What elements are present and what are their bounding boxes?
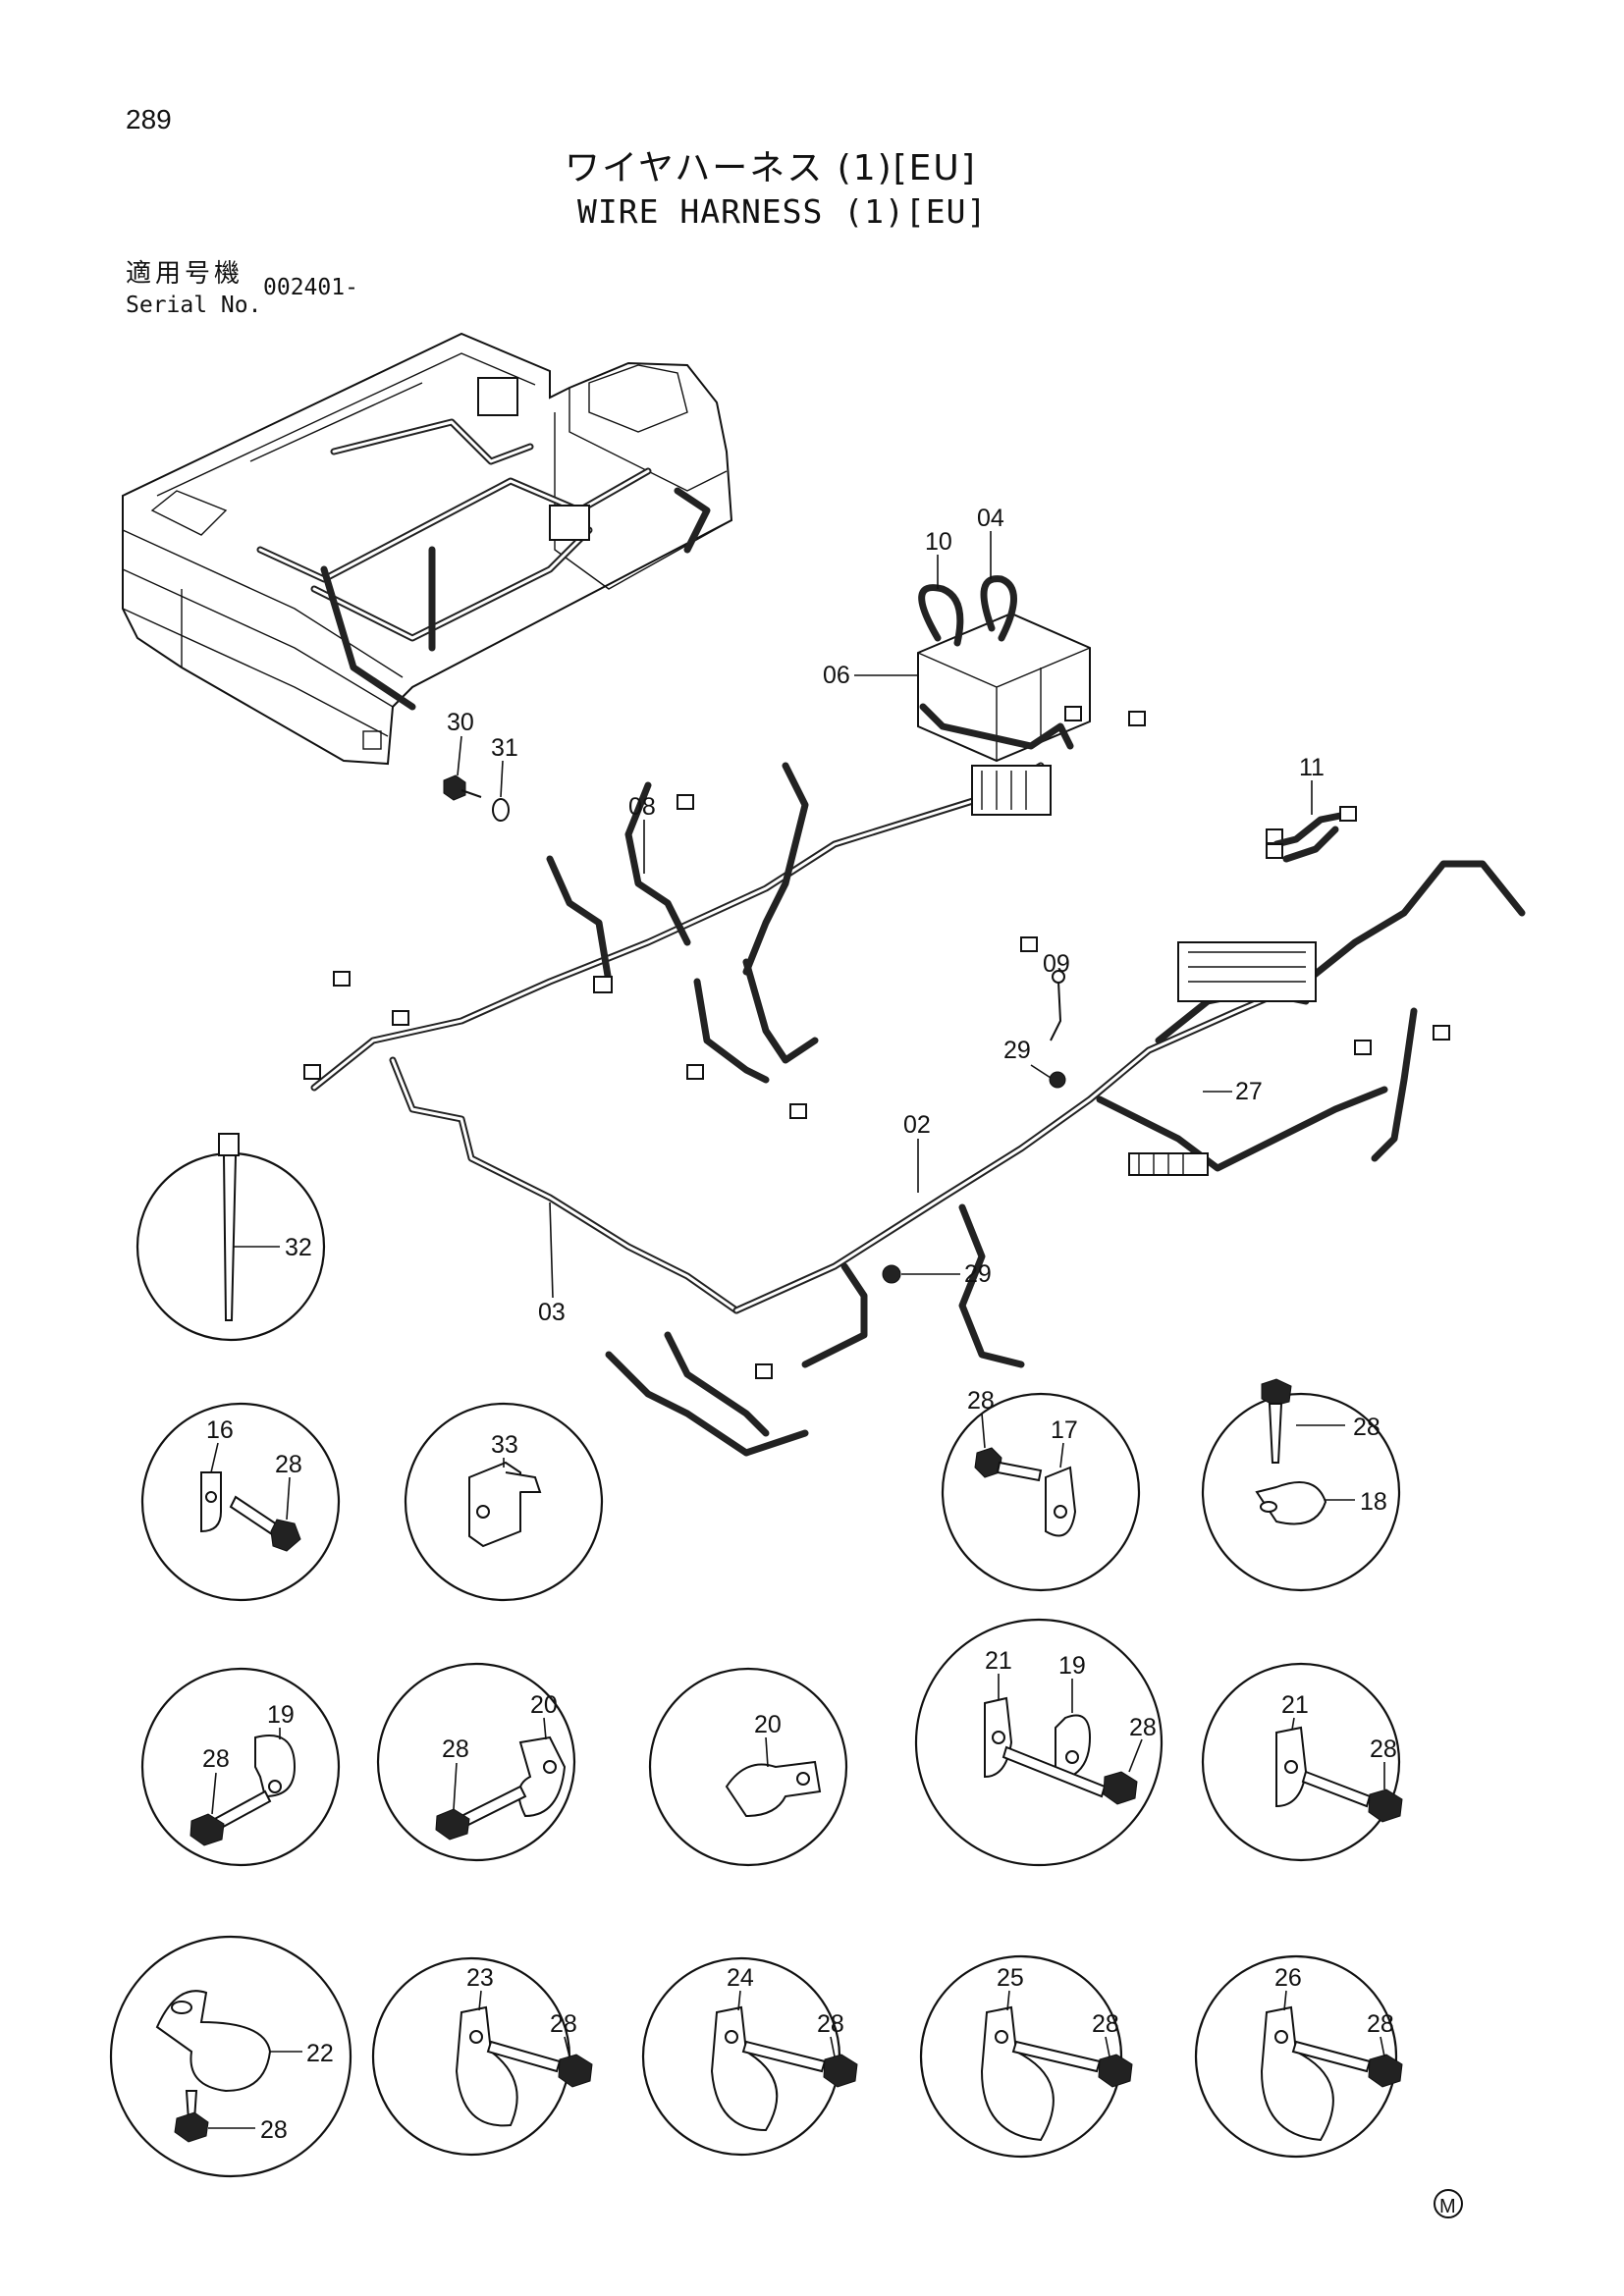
detail-17-label: 17 <box>1051 1416 1078 1444</box>
detail-33-label: 33 <box>491 1431 518 1459</box>
callout-31: 31 <box>491 734 518 762</box>
serial-label-english: Serial No. <box>126 293 262 318</box>
detail-28-label: 28 <box>550 2010 577 2038</box>
detail-circle-23: 23 28 <box>371 1956 593 2157</box>
detail-circle-18: 28 18 <box>1201 1378 1401 1592</box>
detail-22-label: 22 <box>306 2040 334 2067</box>
detail-20-label: 20 <box>754 1711 782 1738</box>
detail-28-label: 28 <box>1367 2010 1394 2038</box>
callout-29-upper: 29 <box>1003 1037 1031 1064</box>
detail-circle-22: 22 28 <box>109 1935 352 2178</box>
callout-09: 09 <box>1043 950 1070 978</box>
detail-28-label: 28 <box>967 1387 995 1415</box>
callout-03: 03 <box>538 1299 566 1326</box>
detail-21-label: 21 <box>985 1647 1012 1675</box>
detail-circle-26: 26 28 <box>1194 1954 1403 2159</box>
detail-circle-16: 16 28 <box>140 1402 341 1602</box>
detail-28-label: 28 <box>260 2116 288 2144</box>
page-number: 289 <box>126 104 172 134</box>
detail-26-label: 26 <box>1274 1964 1302 1992</box>
detail-19-label: 19 <box>267 1701 295 1729</box>
detail-circle-17: 28 17 <box>941 1387 1141 1592</box>
loose-fasteners <box>443 774 1066 1284</box>
detail-25-label: 25 <box>997 1964 1024 1992</box>
detail-28-label: 28 <box>1353 1414 1380 1441</box>
detail-circle-19: 19 28 <box>140 1667 341 1867</box>
title-english: WIRE HARNESS (1)[EU] <box>577 192 988 231</box>
detail-19-label: 19 <box>1058 1652 1086 1680</box>
callout-06: 06 <box>823 662 850 689</box>
detail-28-label: 28 <box>1370 1735 1397 1763</box>
detail-24-label: 24 <box>727 1964 754 1992</box>
callout-08: 08 <box>628 793 656 821</box>
detail-circle-25: 25 28 <box>919 1954 1133 2159</box>
machine-overview-illustration <box>122 332 733 766</box>
serial-label-japanese: 適用号機 <box>126 259 244 289</box>
main-harness-network <box>310 762 1526 1457</box>
detail-circle-24: 24 28 <box>641 1956 858 2157</box>
callout-02: 02 <box>903 1111 931 1139</box>
mark-letter: M <box>1439 2196 1456 2217</box>
callout-11: 11 <box>1299 754 1325 781</box>
callout-29-lower: 29 <box>964 1260 992 1288</box>
main-callouts: 10 04 06 08 11 30 31 09 29 27 02 03 29 <box>447 505 1325 1326</box>
detail-circle-20-alt: 20 <box>648 1667 848 1867</box>
detail-23-label: 23 <box>466 1964 494 1992</box>
detail-28-label: 28 <box>1129 1714 1157 1741</box>
callout-10: 10 <box>925 528 952 556</box>
detail-21-label: 21 <box>1281 1691 1309 1719</box>
detail-28-label: 28 <box>442 1735 469 1763</box>
manufacturer-mark: M <box>1434 2189 1463 2218</box>
part-11-sub-harness <box>1266 806 1357 863</box>
detail-28-label: 28 <box>202 1745 230 1773</box>
detail-circle-20: 20 28 <box>376 1662 576 1862</box>
connector-markers <box>303 706 1450 1379</box>
detail-18-label: 18 <box>1360 1488 1387 1516</box>
battery-assembly <box>917 575 1091 763</box>
detail-20-label: 20 <box>530 1691 558 1719</box>
detail-circle-cable-tie: 32 <box>135 1133 326 1342</box>
detail-circle-21-19: 21 19 28 <box>914 1618 1164 1867</box>
detail-circle-33: 33 <box>404 1402 604 1602</box>
serial-number-value: 002401- <box>263 275 358 300</box>
detail-28-label: 28 <box>1092 2010 1119 2038</box>
detail-16-label: 16 <box>206 1416 234 1444</box>
title-japanese: ワイヤハーネス (1)[EU] <box>565 148 977 188</box>
callout-04: 04 <box>977 505 1004 532</box>
detail-28-label: 28 <box>817 2010 844 2038</box>
detail-circle-21: 21 28 <box>1201 1662 1403 1862</box>
callout-30: 30 <box>447 709 474 736</box>
callout-27: 27 <box>1235 1078 1263 1105</box>
detail-28-label: 28 <box>275 1451 302 1478</box>
detail-32-label: 32 <box>285 1234 312 1261</box>
